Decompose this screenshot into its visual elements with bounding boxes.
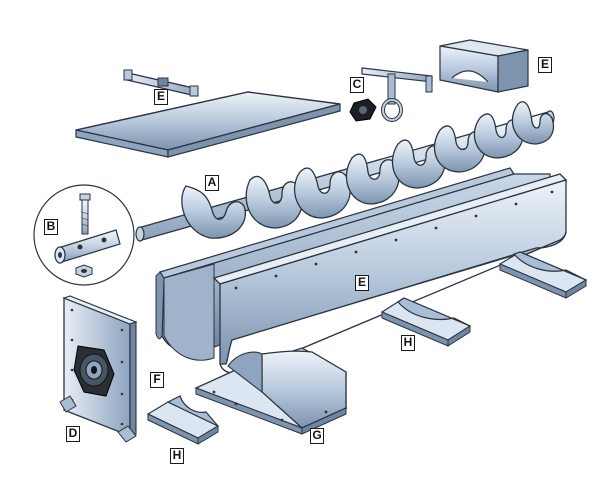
- label-h-left: H: [170, 448, 184, 464]
- label-a-screw: A: [205, 175, 219, 191]
- label-f-foot: F: [150, 372, 164, 388]
- saddle-foot-left: [146, 395, 220, 445]
- u-trough: [155, 167, 568, 374]
- screw-flights: [181, 101, 555, 239]
- trough-saddle-support: [194, 347, 348, 435]
- label-e-trough: E: [355, 275, 369, 291]
- end-plate-with-bearing: [59, 295, 138, 443]
- label-e-spout: E: [538, 57, 552, 73]
- label-d-endplate: D: [66, 426, 80, 442]
- coupling-bolt: [79, 193, 91, 235]
- coupling-nut: [75, 264, 93, 278]
- label-g-saddle: G: [310, 428, 324, 444]
- inlet-spout: [439, 39, 529, 93]
- saddle-foot-middle: [380, 297, 472, 347]
- hanger-bracket: [361, 67, 433, 122]
- label-b-coupling: B: [44, 219, 58, 235]
- trough-cover-plate: [75, 91, 341, 158]
- label-h-middle: H: [401, 335, 415, 351]
- label-e-clamp: E: [154, 89, 168, 105]
- coupling-shaft: [54, 229, 121, 264]
- hanger-bearing-block: [349, 98, 377, 122]
- coupling-detail-inset: [33, 184, 135, 286]
- label-c-hanger: C: [350, 77, 364, 93]
- saddle-foot-right: [498, 251, 588, 299]
- cover-clamp-bar: [123, 69, 199, 97]
